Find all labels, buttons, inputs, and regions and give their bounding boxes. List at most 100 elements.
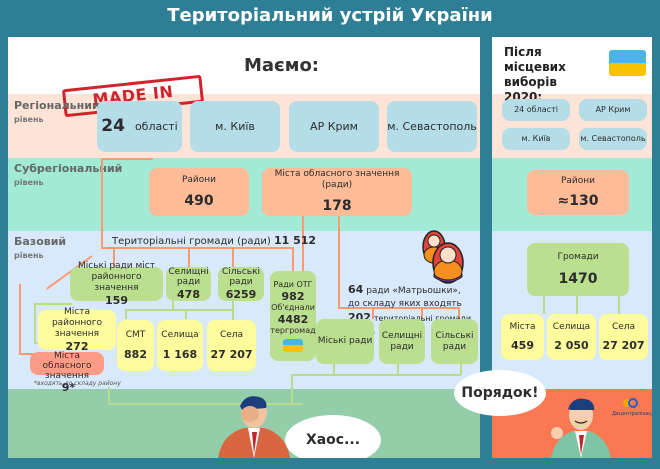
settlement-councils-box: Селищні ради 478 — [166, 267, 211, 301]
village-councils-box: Сільські ради 6259 — [218, 267, 264, 301]
connector — [101, 158, 153, 160]
sela-label: Села — [219, 329, 244, 340]
connector — [292, 247, 294, 271]
oblasti-count: 24 — [101, 116, 125, 137]
current-heading: Маємо: — [244, 55, 320, 76]
level-regional: Регіональний рівень — [14, 100, 100, 126]
connector — [125, 309, 233, 311]
connector — [185, 309, 187, 319]
hromady-value: 1470 — [558, 270, 598, 287]
connector — [421, 307, 423, 319]
connector — [397, 364, 399, 375]
selyshcha-value: 1 168 — [162, 348, 198, 362]
logo-icon — [623, 398, 638, 408]
matryoshka-count: 64 — [348, 283, 364, 296]
m-city-councils-box: Міські ради — [316, 319, 374, 364]
level-sub: рівень — [14, 251, 44, 260]
village-councils-value: 6259 — [225, 288, 257, 302]
matryoshka-line2: до складу яких входять — [348, 299, 462, 309]
r-kyiv-box: м. Київ — [502, 128, 570, 150]
connector — [101, 247, 294, 249]
connector — [333, 364, 335, 375]
level-subregional: Субрегіональний рівень — [14, 163, 122, 189]
connector — [113, 247, 115, 267]
otg-merged-unit: тергромад — [270, 325, 316, 335]
connector — [232, 247, 234, 267]
r-sela-label: Села — [611, 322, 636, 332]
r-selyshcha-value: 2 050 — [554, 338, 589, 352]
m-settlement-councils-box: Селищні ради — [379, 319, 425, 364]
connector — [19, 284, 21, 354]
communities-total: Територіальні громади (ради) 11 512 — [112, 234, 316, 247]
r-sela-box: Села 27 207 — [599, 314, 648, 360]
otg-value: 982 — [281, 290, 305, 304]
r-selyshcha-box: Селища 2 050 — [547, 314, 596, 360]
level-sub: рівень — [14, 178, 44, 187]
hromady-box: Громади 1470 — [527, 243, 629, 296]
city-councils-value: 159 — [105, 293, 128, 307]
kyiv-box: м. Київ — [190, 101, 280, 152]
connector — [108, 387, 110, 404]
connector — [372, 307, 374, 319]
selyshcha-label: Селища — [161, 329, 199, 340]
ukraine-flag-icon — [609, 50, 646, 76]
connector — [172, 299, 174, 311]
oblast-cities-base-box: Міста обласного значення 9* — [30, 351, 104, 393]
ok-gesture-man-illustration — [551, 398, 611, 458]
connector — [108, 403, 303, 405]
footnote: *входять до складу району — [34, 380, 121, 387]
oblasti-label: області — [134, 119, 178, 133]
oblast-cities-base-label: Міста обласного значення — [42, 351, 92, 381]
level-name: Базовий — [14, 235, 67, 248]
connector — [458, 307, 460, 319]
smt-label: СМТ — [125, 329, 146, 340]
connector — [338, 189, 340, 309]
r-sela-value: 27 207 — [602, 338, 645, 352]
district-cities-value: 272 — [65, 339, 89, 353]
otg-councils-box: Ради ОТГ 982 Об'єднали 4482 тергромад — [270, 271, 316, 361]
settlement-councils-label: Селищні ради — [168, 266, 209, 288]
communities-label: Територіальні громади (ради) — [112, 236, 271, 247]
oblasti-box: 24 області — [97, 101, 182, 152]
oblast-cities-base-value: 9* — [61, 380, 76, 394]
connector — [338, 307, 460, 309]
r-mista-box: Міста 459 — [501, 314, 544, 360]
connector — [543, 296, 545, 314]
oblast-cities-value: 178 — [322, 197, 352, 214]
chaos-text: Хаос... — [305, 432, 361, 448]
connector — [19, 353, 35, 355]
smt-box: СМТ 882 — [117, 320, 154, 371]
level-name: Субрегіональний — [14, 162, 123, 175]
page-title: Територіальний устрій України — [167, 5, 493, 26]
sevastopol-box: м. Севастополь — [387, 101, 477, 152]
otg-merged-label: Об'єднали — [271, 303, 315, 313]
r-raiony-label: Райони — [560, 175, 596, 186]
level-name: Регіональний — [14, 99, 100, 112]
connector — [618, 296, 620, 314]
connector — [188, 247, 190, 267]
logo-text: Децентралізація — [612, 411, 652, 417]
otg-merged-value: 4482 — [277, 312, 309, 326]
raiony-box: Райони 490 — [149, 168, 249, 216]
order-speech-bubble: Порядок! — [454, 370, 546, 416]
hromady-label: Громади — [557, 251, 599, 262]
connector — [101, 158, 103, 230]
connector — [460, 364, 462, 375]
communities-value: 11 512 — [273, 234, 317, 247]
city-councils-label: Міські ради міст районного значення — [78, 261, 155, 293]
r-oblasti-box: 24 області — [502, 99, 570, 121]
level-sub: рівень — [14, 115, 44, 124]
r-sevastopol-box: м. Севастополь — [579, 128, 647, 150]
r-raiony-box: Райони ≈130 — [527, 170, 629, 215]
selyshcha-box: Селища 1 168 — [157, 320, 203, 371]
connector — [125, 309, 127, 319]
connector — [101, 230, 103, 248]
connector — [291, 374, 293, 404]
ukraine-flag-icon — [283, 338, 303, 352]
r-crimea-box: АР Крим — [579, 99, 647, 121]
city-councils-box: Міські ради міст районного значення 159 — [70, 261, 163, 307]
m-village-councils-box: Сільські ради — [431, 319, 478, 364]
r-mista-label: Міста — [509, 322, 536, 332]
connector — [302, 189, 304, 271]
